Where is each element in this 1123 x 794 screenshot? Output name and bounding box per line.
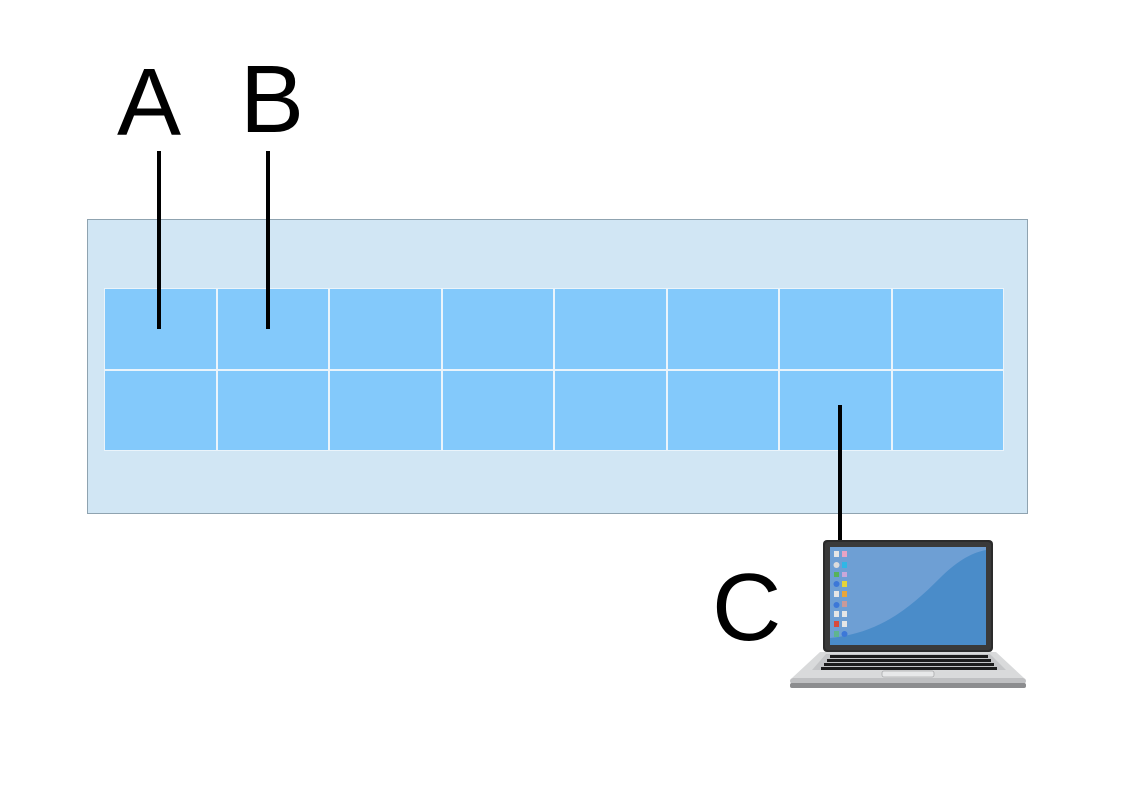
grid-cell [893, 371, 1004, 451]
leader-line-b [266, 151, 270, 329]
label-a: A [117, 55, 181, 151]
grid-cell [105, 371, 216, 451]
leader-line-a [157, 151, 161, 329]
grid-cell [218, 289, 329, 369]
grid-cell [668, 289, 779, 369]
grid-cell [443, 371, 554, 451]
grid-cell [780, 289, 891, 369]
grid-cell [780, 371, 891, 451]
grid-cell [555, 289, 666, 369]
grid-cell [218, 371, 329, 451]
leader-line-c [838, 405, 842, 541]
label-c: C [712, 560, 781, 656]
grid-cell [443, 289, 554, 369]
grid-cell [330, 289, 441, 369]
grid-cell [668, 371, 779, 451]
laptop-icon [790, 538, 1026, 690]
grid-cell [893, 289, 1004, 369]
grid-cell [555, 371, 666, 451]
cell-grid [104, 288, 1004, 451]
label-b: B [240, 52, 304, 148]
grid-cell [330, 371, 441, 451]
